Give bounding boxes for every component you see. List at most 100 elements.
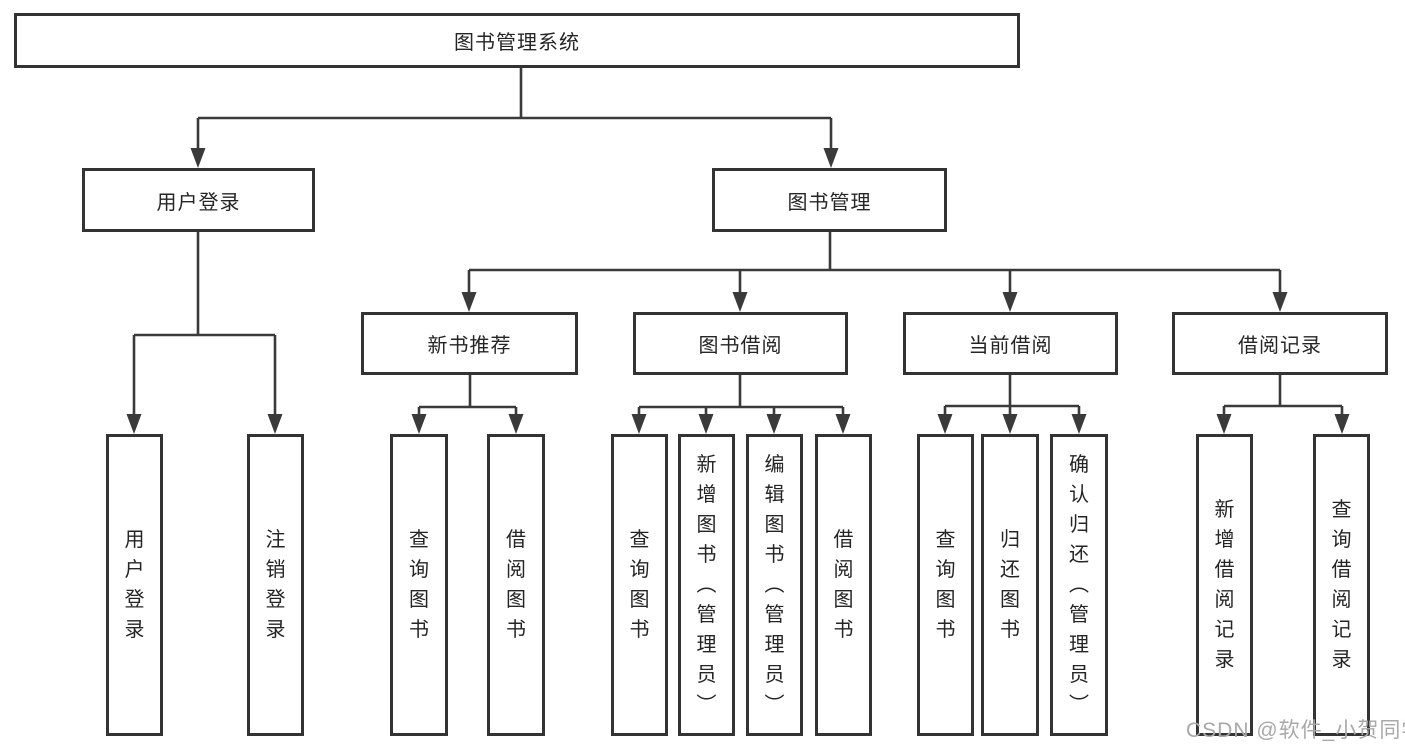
- arrowhead-down-icon: [732, 292, 748, 312]
- vertical-char: 归: [1069, 514, 1089, 536]
- vertical-char: 员: [696, 664, 717, 686]
- box-label-current-borrow: 当前借阅: [968, 335, 1053, 357]
- arrowhead-down-icon: [1071, 414, 1087, 434]
- fan-book-management: [461, 232, 1288, 312]
- box-label-query-borrow-record: 查询借阅记录: [1332, 437, 1352, 733]
- box-edit-books-admin: 编辑图书︵管理员︶: [746, 434, 803, 736]
- vertical-char: 确: [1069, 454, 1089, 476]
- vertical-char: 借: [506, 529, 526, 551]
- vertical-char: ︵: [764, 574, 785, 596]
- box-label-borrow-books-action: 借阅图书: [834, 437, 854, 733]
- vertical-char: 书: [696, 544, 717, 566]
- box-borrow-records: 借阅记录: [1172, 312, 1388, 375]
- vertical-char: 录: [1331, 649, 1352, 671]
- box-return-books: 归还图书: [981, 434, 1039, 736]
- arrowhead-down-icon: [411, 414, 427, 434]
- box-label-add-books-admin: 新增图书︵管理员︶: [697, 437, 717, 733]
- vertical-char: 图: [696, 514, 717, 536]
- vertical-char: 用: [124, 529, 145, 551]
- fan-system-root: [190, 68, 839, 168]
- box-label-confirm-return-admin: 确认归还︵管理员︶: [1069, 437, 1089, 733]
- vertical-char: 查: [935, 529, 956, 551]
- arrowhead-down-icon: [126, 414, 142, 434]
- vertical-char: 阅: [1331, 589, 1352, 611]
- vertical-char: 阅: [1214, 589, 1235, 611]
- box-label-query-books-current: 查询图书: [936, 437, 956, 733]
- vertical-char: 录: [124, 619, 145, 641]
- vertical-char: 借: [1331, 559, 1352, 581]
- vertical-char: 增: [1214, 529, 1235, 551]
- fan-user-login: [126, 232, 283, 434]
- box-label-user-login: 用户登录: [156, 191, 241, 214]
- vertical-char: 借: [1214, 559, 1235, 581]
- box-borrow-books-action: 借阅图书: [815, 434, 872, 736]
- arrowhead-down-icon: [1002, 292, 1018, 312]
- vertical-char: 阅: [833, 559, 854, 581]
- vertical-char: 员: [1069, 664, 1089, 686]
- arrowhead-down-icon: [631, 414, 647, 434]
- vertical-char: 书: [833, 619, 854, 641]
- vertical-char: 认: [1069, 484, 1089, 506]
- vertical-char: 书: [506, 619, 526, 641]
- vertical-char: 图: [1000, 589, 1020, 611]
- box-add-borrow-record: 新增借阅记录: [1196, 434, 1253, 736]
- arrowhead-down-icon: [698, 414, 714, 434]
- vertical-char: ︶: [764, 694, 785, 716]
- vertical-char: ︶: [1069, 694, 1089, 716]
- vertical-char: ︵: [696, 574, 717, 596]
- vertical-char: 录: [1214, 649, 1235, 671]
- csdn-watermark: CSDN @软件_小贺同学: [1186, 719, 1405, 742]
- box-confirm-return-admin: 确认归还︵管理员︶: [1050, 434, 1108, 736]
- vertical-char: 查: [1331, 499, 1352, 521]
- vertical-char: 管: [764, 604, 785, 626]
- arrowhead-down-icon: [267, 414, 283, 434]
- vertical-char: 图: [764, 514, 785, 536]
- arrowhead-down-icon: [508, 414, 524, 434]
- box-new-book-recommend: 新书推荐: [361, 312, 578, 375]
- box-system-root: 图书管理系统: [14, 13, 1020, 68]
- vertical-char: ︶: [696, 694, 717, 716]
- vertical-char: 图: [935, 589, 956, 611]
- vertical-char: 书: [629, 619, 650, 641]
- vertical-char: 图: [409, 589, 429, 611]
- box-book-management: 图书管理: [712, 168, 947, 232]
- box-label-logout-action: 注销登录: [266, 437, 286, 733]
- vertical-char: 编: [764, 454, 785, 476]
- box-query-books-current: 查询图书: [917, 434, 974, 736]
- fan-book-borrow: [631, 375, 851, 434]
- vertical-char: 理: [764, 634, 785, 656]
- vertical-char: 询: [1331, 529, 1352, 551]
- vertical-char: 销: [265, 559, 286, 581]
- vertical-char: 阅: [506, 559, 526, 581]
- vertical-char: 询: [409, 559, 429, 581]
- box-query-borrow-record: 查询借阅记录: [1313, 434, 1370, 736]
- vertical-char: 图: [506, 589, 526, 611]
- vertical-char: 图: [833, 589, 854, 611]
- vertical-char: 记: [1331, 619, 1352, 641]
- vertical-char: 新: [1214, 499, 1235, 521]
- fan-new-book-recommend: [411, 375, 524, 434]
- vertical-char: 新: [696, 454, 717, 476]
- vertical-char: 查: [409, 529, 429, 551]
- vertical-char: 书: [1000, 619, 1020, 641]
- fan-borrow-records: [1216, 375, 1350, 434]
- arrowhead-down-icon: [937, 414, 953, 434]
- box-label-query-books-recommend: 查询图书: [409, 437, 429, 733]
- fan-current-borrow: [937, 375, 1087, 434]
- box-logout-action: 注销登录: [247, 434, 304, 736]
- box-label-book-borrow: 图书借阅: [698, 335, 783, 357]
- vertical-char: 理: [696, 634, 717, 656]
- arrowhead-down-icon: [766, 414, 782, 434]
- vertical-char: 询: [935, 559, 956, 581]
- arrowhead-down-icon: [1334, 414, 1350, 434]
- box-label-return-books: 归还图书: [1000, 437, 1020, 733]
- arrowhead-down-icon: [823, 148, 839, 168]
- box-user-login: 用户登录: [82, 168, 315, 232]
- arrowhead-down-icon: [1216, 414, 1232, 434]
- vertical-char: 辑: [764, 484, 785, 506]
- vertical-char: 查: [629, 529, 650, 551]
- box-add-books-admin: 新增图书︵管理员︶: [678, 434, 735, 736]
- vertical-char: 管: [696, 604, 717, 626]
